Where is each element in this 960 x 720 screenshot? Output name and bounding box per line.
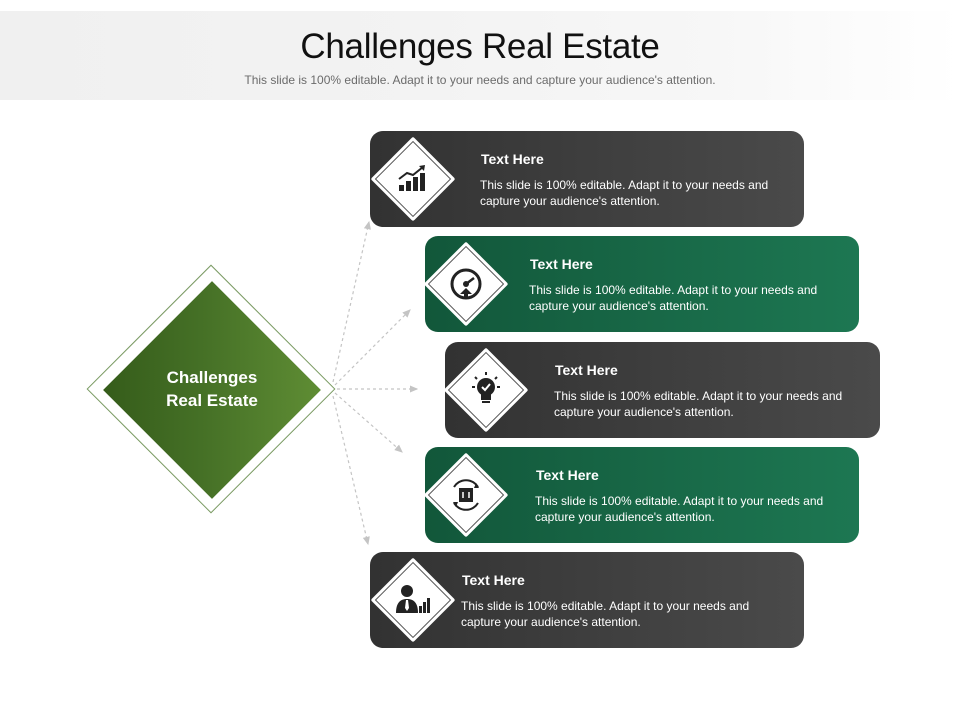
center-label-line2: Real Estate [166,391,258,410]
item-text-5: This slide is 100% editable. Adapt it to… [461,599,750,629]
item-title-3: Text Here [555,362,618,378]
item-text-2: This slide is 100% editable. Adapt it to… [529,283,818,313]
box-cycle-icon [453,479,479,511]
lightbulb-check-icon [472,372,500,403]
center-label-line1: Challenges [166,368,258,387]
item-card-2: Text Here This slide is 100% editable. A… [423,236,859,332]
page-subtitle: This slide is 100% editable. Adapt it to… [244,73,716,87]
item-title-1: Text Here [481,151,544,167]
header-band [0,11,960,100]
item-text-3: This slide is 100% editable. Adapt it to… [554,389,843,419]
item-card-5: Text Here This slide is 100% editable. A… [370,552,804,648]
item-title-2: Text Here [530,256,593,272]
item-title-5: Text Here [462,572,525,588]
item-card-1: Text Here This slide is 100% editable. A… [370,131,804,227]
businessman-chart-icon [396,585,430,613]
center-label: Challenges Real Estate [132,366,292,412]
speedometer-icon [450,268,482,300]
connector-5 [332,395,370,546]
connector-1 [332,220,371,383]
growth-chart-icon [398,165,425,191]
connector-4 [334,392,403,453]
item-text-4: This slide is 100% editable. Adapt it to… [535,494,824,524]
item-card-3: Text Here This slide is 100% editable. A… [443,342,880,438]
item-text-1: This slide is 100% editable. Adapt it to… [480,178,769,208]
item-title-4: Text Here [536,467,599,483]
item-card-4: Text Here This slide is 100% editable. A… [423,447,859,543]
page-title: Challenges Real Estate [300,27,660,66]
